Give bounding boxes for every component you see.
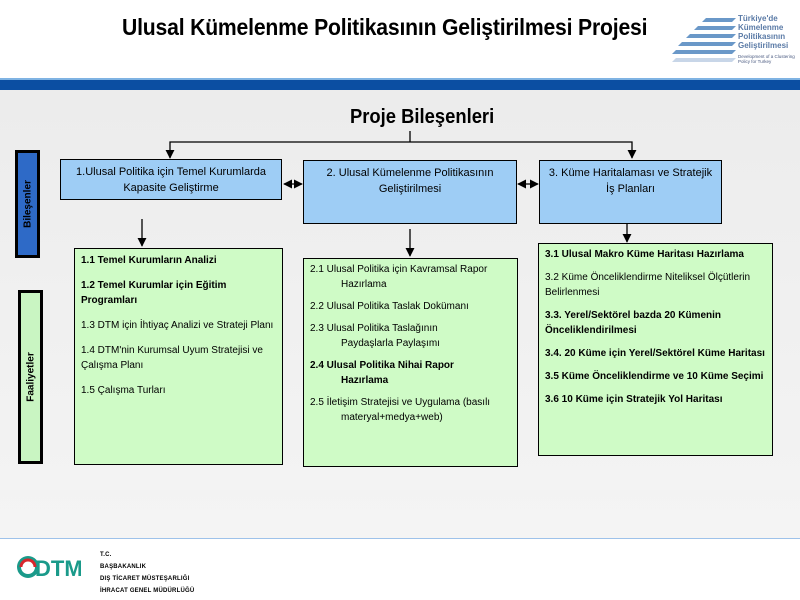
- activity-item: 3.1 Ulusal Makro Küme Haritası Hazırlama: [545, 249, 744, 260]
- activity-item: 1.2 Temel Kurumlar için Eğitim Programla…: [81, 280, 227, 306]
- logo-wordmark: Türkiye'de Kümelenme Politikasının Geliş…: [738, 14, 789, 50]
- section-title: Proje Bileşenleri: [350, 106, 495, 128]
- activity-item: 2.3 Ulusal Politika Taslağının Paydaşlar…: [310, 323, 440, 349]
- components-side-label: Bileşenler: [15, 150, 40, 258]
- component-box-3: 3. Küme Haritalaması ve Stratejik İş Pla…: [539, 160, 722, 224]
- activity-item: 3.3. Yerel/Sektörel bazda 20 Kümenin Önc…: [545, 310, 722, 336]
- activity-box-1: 1.1 Temel Kurumların Analizi 1.2 Temel K…: [74, 248, 283, 465]
- activity-box-2: 2.1 Ulusal Politika için Kavramsal Rapor…: [303, 258, 518, 467]
- activity-item: 3.6 10 Küme için Stratejik Yol Haritası: [545, 394, 723, 405]
- footer-divider: [0, 538, 800, 539]
- activity-item: 3.4. 20 Küme için Yerel/Sektörel Küme Ha…: [545, 348, 765, 359]
- dtm-logo-text: DTM: [35, 556, 81, 581]
- activity-item: 3.2 Küme Önceliklendirme Niteliksel Ölçü…: [545, 272, 751, 298]
- logo-subtitle: Development of a Clustering Policy for T…: [738, 54, 795, 64]
- component-box-2: 2. Ulusal Kümelenme Politikasının Gelişt…: [303, 160, 517, 224]
- footer-org-text: T.C. BAŞBAKANLIK DIŞ TİCARET MÜSTEŞARLIĞ…: [100, 552, 195, 594]
- page-title: Ulusal Kümelenme Politikasının Geliştiri…: [122, 14, 648, 40]
- activity-item: 2.5 İletişim Stratejisi ve Uygulama (bas…: [310, 397, 491, 423]
- top-bracket-line: [165, 141, 637, 159]
- activity-item: 1.3 DTM için İhtiyaç Analizi ve Strateji…: [81, 320, 274, 331]
- dtm-logo: DTM: [17, 556, 81, 581]
- activity-item: 2.4 Ulusal Politika Nihai Rapor Hazırlam…: [310, 360, 454, 386]
- header-band-highlight: [0, 78, 800, 80]
- activity-item: 1.5 Çalışma Turları: [81, 385, 166, 396]
- activity-item: 1.4 DTM'nin Kurumsal Uyum Stratejisi ve …: [81, 345, 263, 371]
- activities-side-label: Faaliyetler: [18, 290, 43, 464]
- header-band: [0, 80, 800, 90]
- header: Ulusal Kümelenme Politikasının Geliştiri…: [0, 0, 800, 78]
- activity-item: 1.1 Temel Kurumların Analizi: [81, 255, 217, 266]
- activity-item: 2.2 Ulusal Politika Taslak Dokümanı: [310, 301, 469, 312]
- activity-item: 2.1 Ulusal Politika için Kavramsal Rapor…: [310, 264, 488, 290]
- activity-box-3: 3.1 Ulusal Makro Küme Haritası Hazırlama…: [538, 243, 773, 456]
- component-box-1: 1.Ulusal Politika için Temel Kurumlarda …: [60, 159, 282, 200]
- clustering-logo-icon: [672, 18, 736, 62]
- activity-item: 3.5 Küme Önceliklendirme ve 10 Küme Seçi…: [545, 371, 764, 382]
